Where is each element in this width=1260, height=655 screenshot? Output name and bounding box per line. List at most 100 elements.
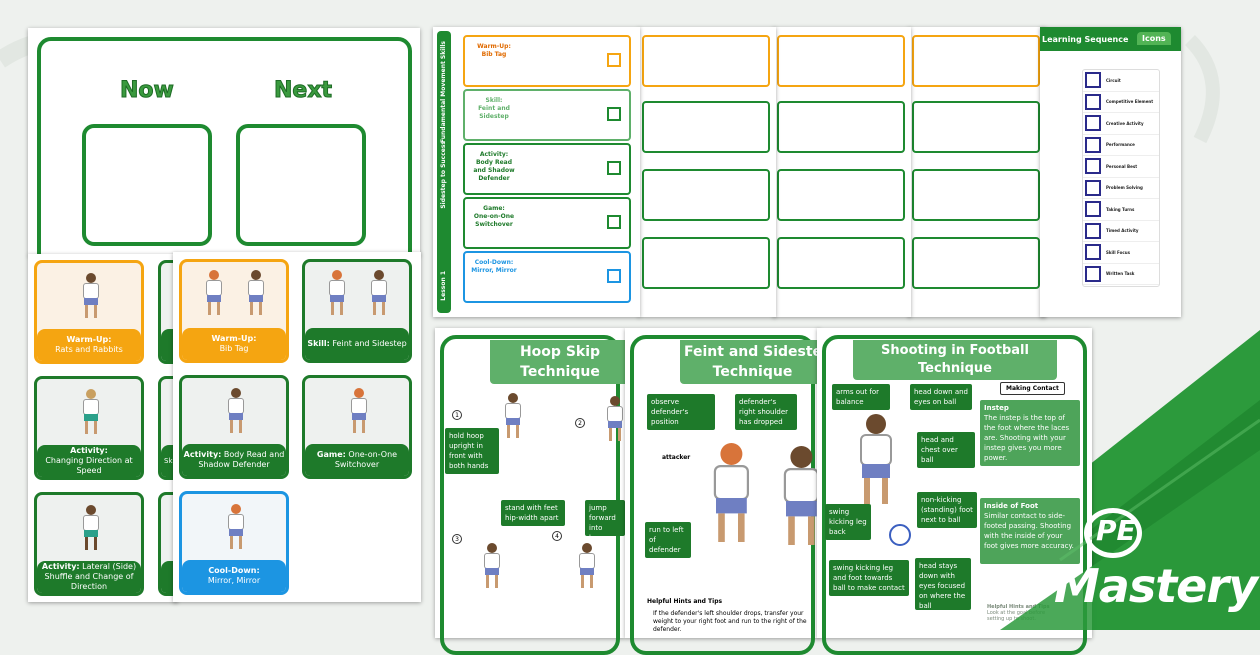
lesson-row[interactable]: Skill:Feint and Sidestep [463,89,631,141]
activity-card[interactable]: Warm-Up:Bib Tag [179,259,289,363]
technique-label: stand with feet hip-width apart [501,500,565,526]
step-number: 3 [452,534,462,544]
lesson-row[interactable]: Game:One-on-One Switchover [463,197,631,249]
child-figure-icon [224,504,248,550]
activity-card[interactable]: Game: One-on-One Switchover [302,375,412,479]
technique-label: head down and eyes on ball [910,384,972,410]
technique-label: head and chest over ball [917,432,975,468]
lesson-row[interactable]: Cool-Down:Mirror, Mirror [463,251,631,303]
activity-card[interactable]: Activity: Body Read and Shadow Defender [179,375,289,479]
card-type: Warm-Up: [66,335,112,344]
card-type: Activity: [183,450,222,459]
row-name: Feint and Sidestep [478,105,510,120]
instep-title: Instep [984,404,1009,412]
attacker-figure-icon [705,443,758,544]
row-type: Game: [483,205,505,212]
technique-label: swing kicking leg and foot towards ball … [829,560,909,596]
problem-solving-icon [1085,179,1101,196]
technique-label: run to left of defender [645,522,691,558]
icon-label: Written Task [1106,271,1135,277]
child-figure-icon [202,270,226,316]
skill-focus-icon [607,107,621,121]
row-type: Activity: [479,151,509,158]
performance-icon [1085,136,1101,153]
step-number: 1 [452,410,462,420]
row-type: Skill: [485,97,503,104]
pe-mastery-logo: PE Mastery [1052,508,1258,618]
now-slot[interactable] [82,124,212,246]
hints-title: Helpful Hints and Tips [647,598,723,605]
icon-key-item: Performance [1083,135,1159,156]
technique-label: observe defender's position [647,394,715,430]
logo-pe-text: PE [1096,514,1136,547]
card-name: Changing Direction at Speed [45,456,133,475]
child-figure-icon [367,270,391,316]
icon-label: Creative Activity [1106,120,1144,126]
tab-fundamental-movement-skills[interactable]: Fundamental Movement Skills [440,41,447,144]
child-figure-icon [325,270,349,316]
child-kicking-figure-icon [852,414,900,506]
attacker-label: attacker [662,454,691,461]
icon-key-item: Skill Focus [1083,242,1159,264]
card-name: Rats and Rabbits [55,345,123,354]
card-type: Activity: [70,446,108,455]
tab-sidestep-to-success[interactable]: Sidestep to Success [440,141,447,209]
card-name: Bib Tag [219,344,249,353]
activity-card[interactable]: Cool-Down:Mirror, Mirror [179,491,289,595]
competitive-element-icon [607,215,621,229]
tab-icons[interactable]: Icons [1137,32,1171,45]
child-figure-icon [603,396,627,442]
technique-label: hold hoop upright in front with both han… [445,428,499,474]
icon-label: Performance [1106,142,1135,148]
now-label: Now [120,78,175,104]
card-name: Body Read and Shadow Defender [198,450,285,469]
child-figure-icon [575,543,599,589]
card-name: One-on-One Switchover [334,450,398,469]
next-slot[interactable] [236,124,366,246]
card-type: Activity: [41,562,80,571]
making-contact-heading: Making Contact [1000,382,1065,395]
personal-best-icon [607,161,621,175]
technique-label: jump forward into hoop [585,500,625,536]
child-figure-icon [480,543,504,589]
creative-activity-icon [607,269,621,283]
written-task-icon [1085,265,1101,282]
logo-mastery-text: Mastery [1054,559,1258,613]
icon-key-item: Creative Activity [1083,113,1159,135]
icon-key-list: Circuit Competitive Element Creative Act… [1082,69,1160,287]
technique-label: head stays down with eyes focused on whe… [915,558,971,610]
icon-label: Problem Solving [1106,185,1143,191]
skill-focus-icon [1085,244,1101,261]
icon-key-item: Written Task [1083,264,1159,285]
icon-label: Skill Focus [1106,249,1130,255]
technique-label: arms out for balance [832,384,890,410]
activity-card[interactable]: Activity: Lateral (Side) Shuffle and Cha… [34,492,144,596]
card-type: Skill: [307,339,330,348]
child-figure-icon [244,270,268,316]
row-type: Cool-Down: [474,259,514,266]
icon-label: Personal Best [1106,163,1138,169]
child-figure-icon [501,393,525,439]
circuit-icon [1085,72,1101,89]
lesson-row[interactable]: Warm-Up:Bib Tag [463,35,631,87]
lesson-sheet [773,27,911,317]
activity-card[interactable]: Warm-Up:Rats and Rabbits [34,260,144,364]
icon-key-item: Personal Best [1083,156,1159,178]
lesson-sheet [638,27,776,317]
football-icon [889,524,911,546]
tab-lesson-1[interactable]: Lesson 1 [440,271,447,301]
activity-card[interactable]: Activity:Changing Direction at Speed [34,376,144,480]
lesson-row[interactable]: Activity:Body Read and Shadow Defender [463,143,631,195]
child-figure-icon [79,273,103,319]
activity-cards-sheet-back: Warm-Up:Rats and Rabbits Activity:Changi… [28,254,188,602]
card-name: Feint and Sidestep [332,339,407,348]
row-name: One-on-One Switchover [473,213,515,228]
tab-learning-sequence[interactable]: Learning Sequence [1042,35,1129,44]
row-name: Body Read and Shadow Defender [473,159,515,182]
icon-key-item: Timed Activity [1083,221,1159,242]
creative-activity-icon [1085,115,1101,132]
activity-card[interactable]: Skill: Feint and Sidestep [302,259,412,363]
